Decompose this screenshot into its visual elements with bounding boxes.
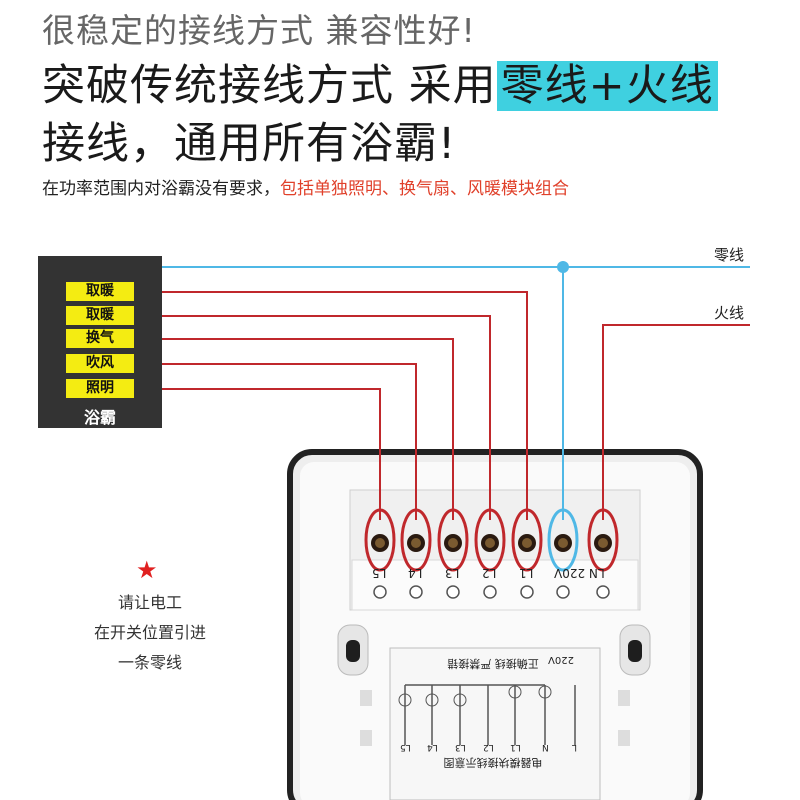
bath-heater-title: 浴霸 [83, 408, 116, 427]
terminal-label-L3: L3 [445, 566, 460, 580]
module-label-L2: L2 [483, 742, 494, 752]
module-label-L: L [572, 742, 578, 752]
headline-highlight: 零线+火线 [496, 61, 718, 111]
terminal-label-L2: L2 [482, 566, 497, 580]
terminal-label-L5: L5 [372, 566, 387, 580]
module-plate-markings [398, 684, 576, 745]
headline-main: 突破传统接线方式 采用零线+火线 [42, 58, 718, 114]
live-wire [602, 324, 750, 520]
terminal-screws [364, 508, 619, 572]
terminal-L [587, 508, 619, 572]
function-ventilation: 换气 [66, 329, 134, 348]
instruction-line-2: 在开关位置引进 [93, 623, 206, 642]
instruction-line-3: 一条零线 [117, 653, 182, 672]
neutral-wire-label: 零线 [714, 246, 745, 264]
function-heating-2: 取暖 [66, 306, 134, 325]
module-label-L4: L4 [427, 742, 438, 752]
module-bottom-line: 电器模块接线示意图 [443, 756, 543, 769]
module-voltage: 220V [548, 654, 574, 665]
headline-main-prefix: 突破传统接线方式 采用 [42, 61, 497, 111]
function-heating-1: 取暖 [66, 282, 134, 301]
switch-body [287, 449, 703, 800]
terminal-label-L4: L4 [408, 566, 423, 580]
terminal-label-L: L [598, 566, 605, 580]
terminal-L5 [364, 508, 396, 572]
compatibility-note: 在功率范围内对浴霸没有要求，包括单独照明、换气扇、风暖模块组合 [42, 174, 569, 199]
bath-heater-box: 取暖 取暖 换气 吹风 照明 浴霸 [38, 256, 162, 428]
terminal-small-screws [373, 585, 610, 599]
instruction-line-1: 请让电工 [117, 593, 182, 612]
module-label-L5: L5 [400, 742, 411, 752]
terminal-N [547, 508, 579, 572]
terminal-L3 [437, 508, 469, 572]
headline-main-line2: 接线，通用所有浴霸! [42, 119, 457, 169]
function-blow: 吹风 [66, 354, 134, 373]
terminal-label-N: N 220V [554, 566, 598, 580]
function-wires [136, 291, 528, 520]
module-label-N: N [542, 742, 549, 752]
module-top-text: 正确接线 严禁接错 [447, 657, 539, 670]
terminal-L4 [400, 508, 432, 572]
instruction: 请让电工 在开关位置引进 一条零线 [60, 588, 240, 678]
neutral-wire [162, 261, 750, 520]
module-label-L1: L1 [510, 742, 521, 752]
module-label-L3: L3 [455, 742, 466, 752]
terminal-L1 [511, 508, 543, 572]
note-black: 在功率范围内对浴霸没有要求， [42, 179, 280, 199]
live-wire-label: 火线 [714, 304, 745, 322]
function-lighting: 照明 [66, 379, 134, 398]
headline-sub: 很稳定的接线方式 兼容性好! [42, 11, 476, 50]
terminal-label-L1: L1 [519, 566, 534, 580]
note-red: 包括单独照明、换气扇、风暖模块组合 [280, 179, 569, 199]
terminal-L2 [474, 508, 506, 572]
star-icon: ★ [136, 556, 158, 584]
